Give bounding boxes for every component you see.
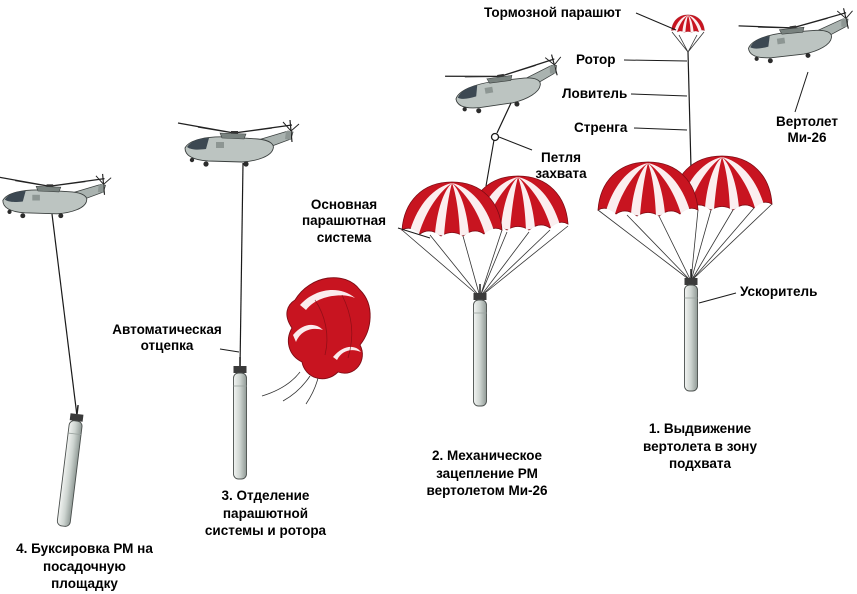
stage3-group (177, 119, 371, 480)
label-strop: Стренга (574, 120, 628, 135)
strop-line (687, 51, 692, 169)
leader-auto-release (219, 348, 240, 353)
leader-brake-chute (635, 12, 677, 31)
label-grab-loop: Петля захвата (535, 150, 587, 182)
engagement-line (485, 139, 495, 187)
leader-main-chute (397, 227, 431, 239)
main-parachute-graphic-1a (597, 161, 699, 217)
caption-stage4: 4. Буксировка РМ на посадочную площадку (16, 541, 153, 592)
label-helicopter-mi26: Вертолет Ми-26 (775, 114, 838, 146)
stage4-group (0, 173, 112, 528)
grab-loop-graphic (490, 132, 500, 142)
main-shroud-lines-2 (401, 225, 569, 298)
label-catcher: Ловитель (562, 86, 628, 101)
helicopter-graphic-4 (0, 173, 112, 219)
leader-booster (698, 292, 737, 304)
collapsed-parachute-graphic (261, 277, 371, 405)
tow-cable-4 (51, 213, 78, 417)
caption-stage1: 1. Выдвижение вертолета в зону подхвата (643, 421, 757, 472)
label-brake-parachute: Тормозной парашют (484, 5, 622, 20)
stage2-group (401, 52, 569, 407)
helicopter-graphic-3 (177, 119, 300, 168)
leader-helicopter (794, 71, 809, 113)
label-booster: Ускоритель (740, 284, 818, 299)
helicopter-graphic-1 (737, 6, 857, 68)
helicopter-graphic-2 (443, 52, 569, 119)
booster-graphic-3 (232, 356, 248, 480)
caption-stage3: 3. Отделение парашютной системы и ротора (204, 488, 327, 539)
label-main-parachute-system: Основная парашютная система (301, 197, 386, 245)
drogue-shroud-lines (671, 31, 705, 53)
leader-catcher (630, 93, 688, 97)
booster-graphic-2 (472, 283, 488, 407)
label-rotor: Ротор (576, 52, 616, 67)
leader-lines (219, 12, 809, 353)
caption-stage2: 2. Механическое зацепление РМ вертолетом… (426, 448, 548, 499)
stage1-group (597, 6, 857, 392)
label-auto-release: Автоматическая отцепка (112, 322, 222, 354)
leader-strop (633, 127, 688, 131)
catcher-line (496, 102, 512, 134)
leader-rotor (623, 59, 688, 62)
booster-graphic-4 (56, 403, 86, 528)
drogue-parachute-graphic (671, 14, 705, 33)
main-shroud-lines-1 (597, 203, 773, 282)
booster-graphic-1 (683, 268, 699, 392)
tow-cable-3 (239, 162, 244, 369)
leader-grab-loop (498, 136, 533, 151)
